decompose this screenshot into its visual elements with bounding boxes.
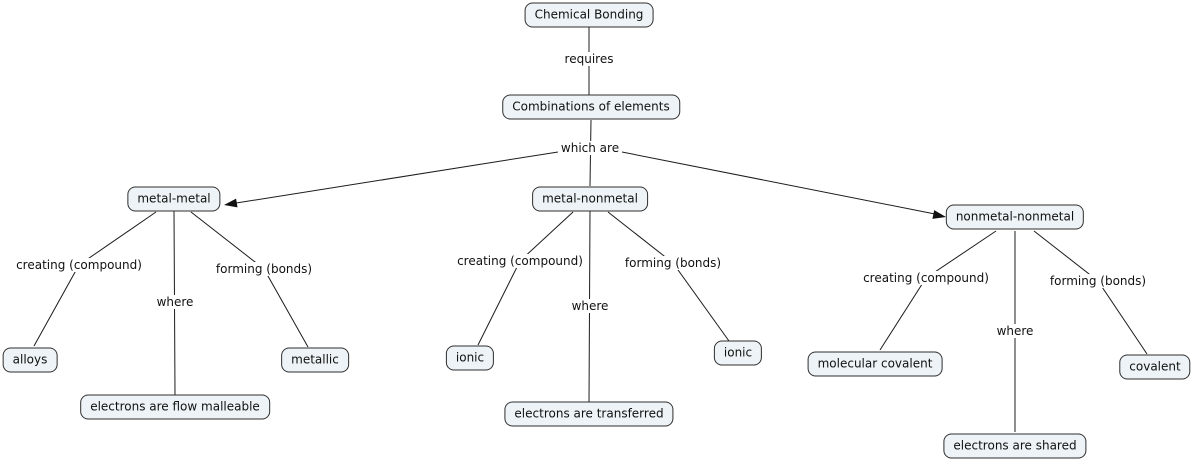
edge-line-nn-forming [1033,230,1148,355]
edge-label-mm-forming[interactable]: forming (bonds) [212,262,316,276]
node-metal-nonmetal[interactable]: metal-nonmetal [532,186,648,212]
arrowhead-nonmetal-nonmetal-icon [932,210,946,219]
edge-label-nn-where[interactable]: where [993,324,1037,338]
edge-label-which-are[interactable]: which are [557,141,623,155]
node-ionic-compound[interactable]: ionic [445,345,495,371]
edge-line-mn-forming [607,211,730,342]
node-electrons-flow-malleable[interactable]: electrons are flow malleable [80,394,270,420]
node-chemical-bonding[interactable]: Chemical Bonding [524,2,654,28]
edge-line-which-are-right [621,151,941,216]
edge-line-mm-forming [190,211,309,348]
edge-line-mn-creating [477,211,574,346]
edge-line-mm-creating [33,211,157,347]
edge-label-nn-creating[interactable]: creating (compound) [860,271,992,285]
edge-label-mn-forming[interactable]: forming (bonds) [621,256,725,270]
node-electrons-transferred[interactable]: electrons are transferred [504,401,674,427]
arrowhead-metal-metal-icon [224,198,238,208]
edge-label-requires[interactable]: requires [561,52,617,66]
node-combinations-of-elements[interactable]: Combinations of elements [502,94,680,120]
edge-label-mn-where[interactable]: where [568,299,612,313]
node-metallic[interactable]: metallic [281,347,349,373]
edge-label-mn-creating[interactable]: creating (compound) [454,254,586,268]
node-nonmetal-nonmetal[interactable]: nonmetal-nonmetal [945,204,1085,230]
edge-label-nn-forming[interactable]: forming (bonds) [1046,274,1150,288]
node-ionic-bond[interactable]: ionic [713,340,763,366]
edge-line-nn-creating [879,230,997,351]
node-molecular-covalent[interactable]: molecular covalent [807,351,943,377]
node-metal-metal[interactable]: metal-metal [127,186,221,212]
node-alloys[interactable]: alloys [2,347,58,373]
edge-label-mm-creating[interactable]: creating (compound) [13,258,145,272]
edge-line-which-are-left [229,151,559,205]
node-covalent[interactable]: covalent [1119,354,1191,380]
edge-label-mm-where[interactable]: where [153,295,197,309]
node-electrons-shared[interactable]: electrons are shared [943,433,1087,459]
